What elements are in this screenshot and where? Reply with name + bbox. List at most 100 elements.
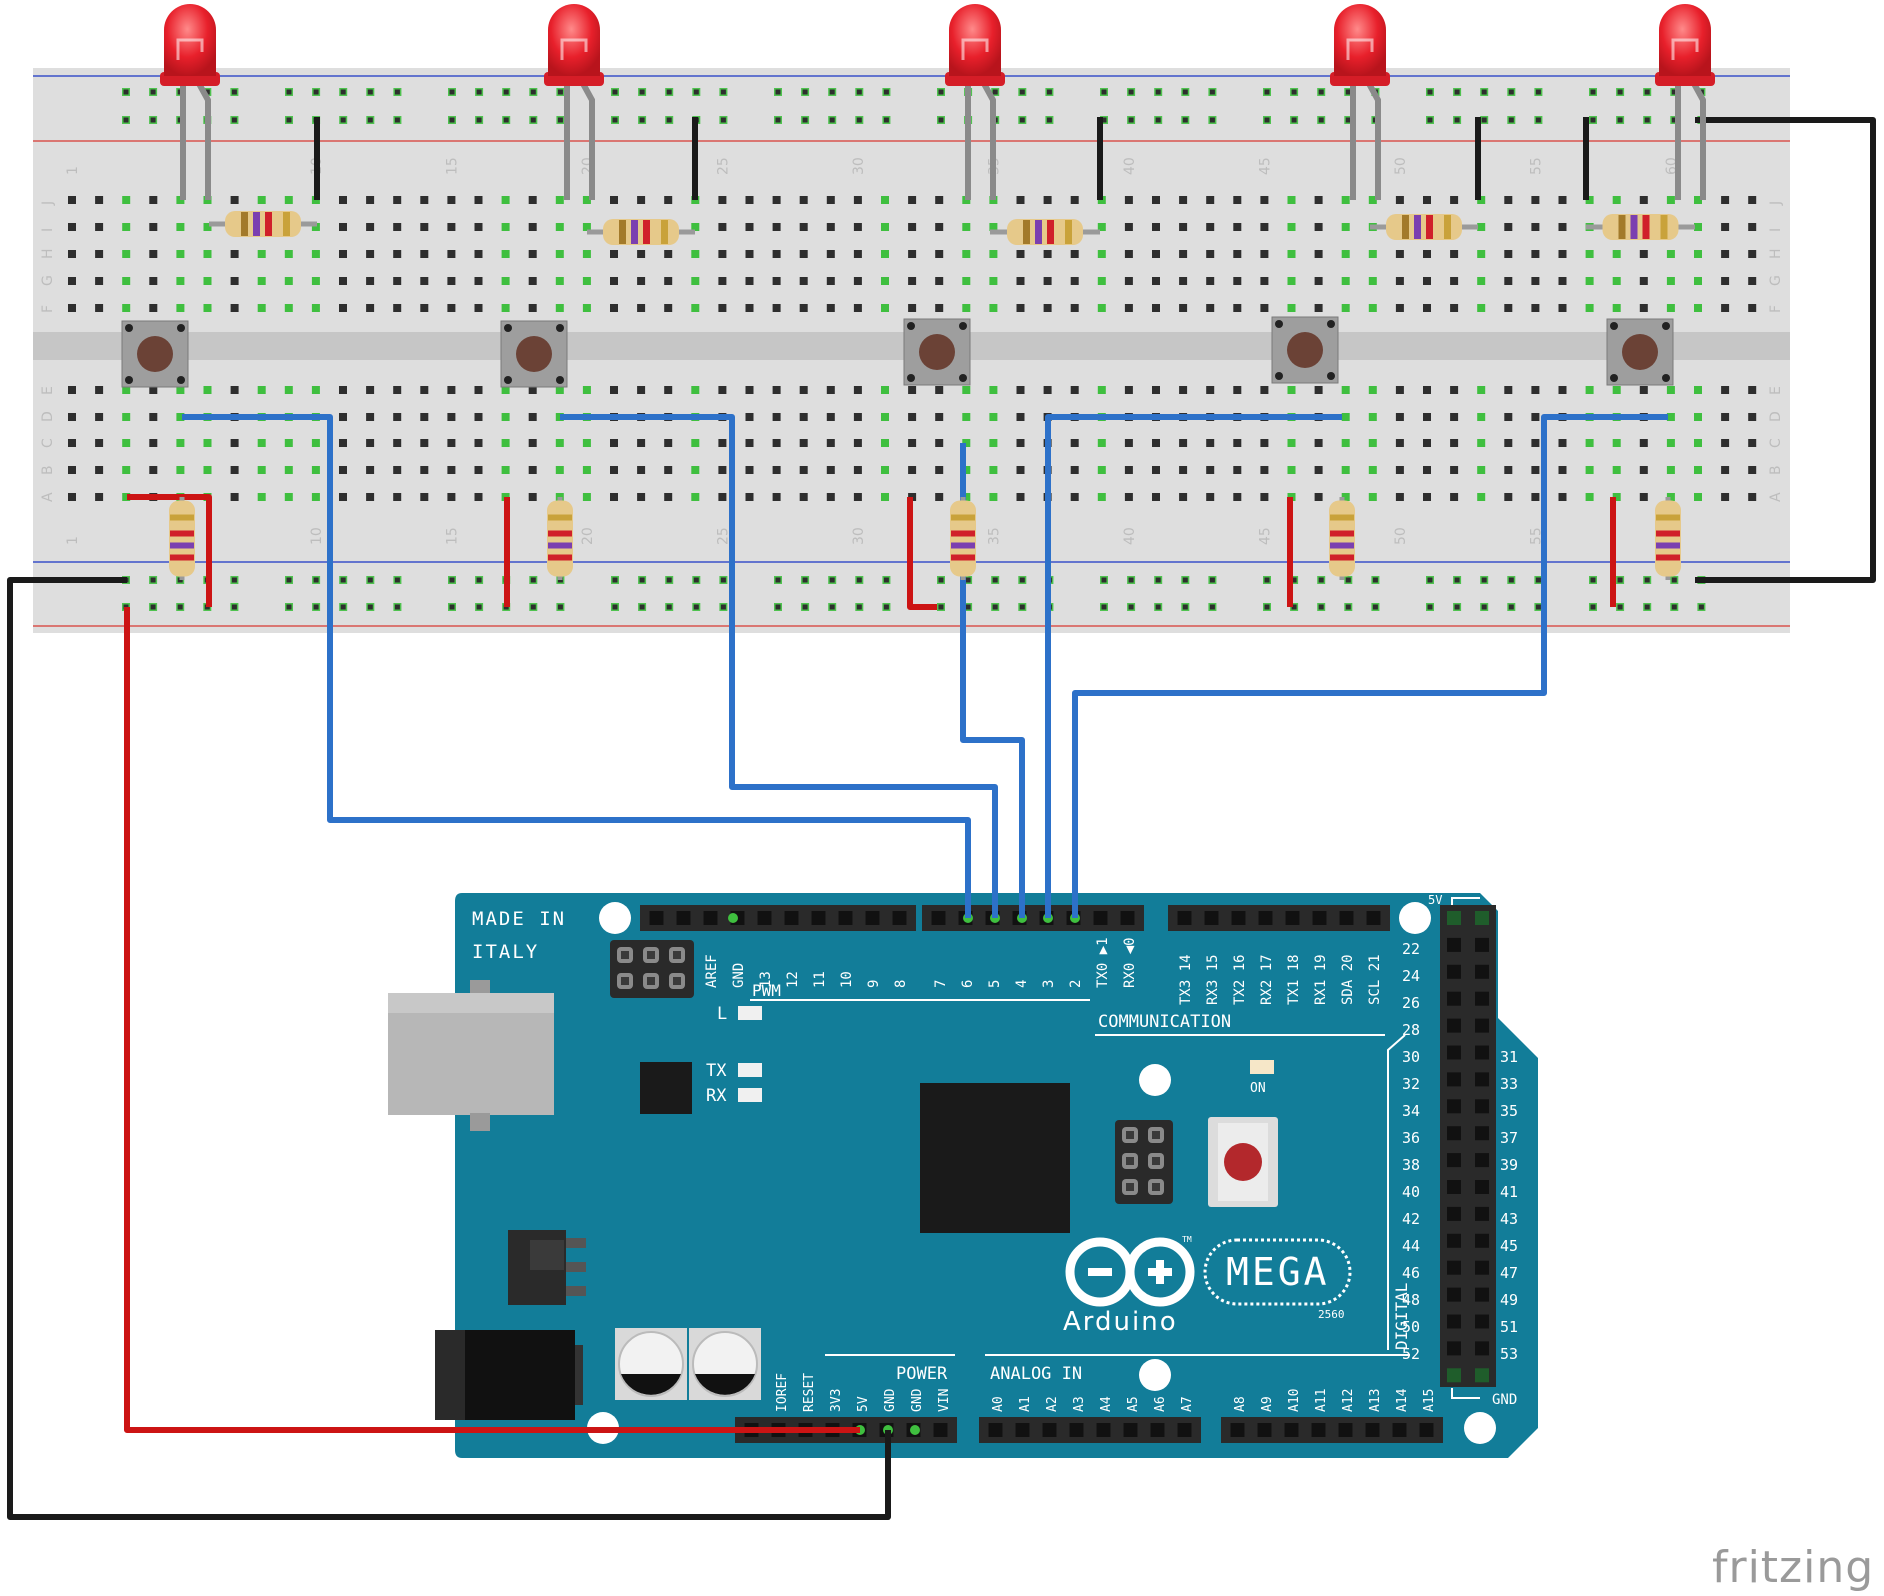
breadboard-hole [1639, 466, 1648, 474]
breadboard-hole [1206, 304, 1215, 312]
rail-hole-center [802, 604, 808, 610]
breadboard-hole [881, 466, 889, 474]
led-rx-label: RX [706, 1086, 727, 1106]
connected-pin [728, 913, 738, 923]
push-button[interactable] [1271, 316, 1339, 384]
breadboard-hole [1097, 439, 1106, 447]
breadboard-hole [122, 493, 131, 501]
rail-hole-center [1617, 604, 1623, 610]
breadboard-hole [1124, 196, 1133, 204]
push-button[interactable] [500, 320, 568, 388]
rail-hole-center [286, 89, 292, 95]
breadboard-hole [1152, 223, 1160, 231]
header-pin [1447, 1314, 1461, 1329]
rail-hole-center [1155, 577, 1161, 583]
rail-hole-center [1508, 604, 1514, 610]
breadboard-hole [1531, 493, 1540, 501]
pin-label: 34 [1402, 1102, 1420, 1120]
rail-hole-center [1345, 577, 1351, 583]
breadboard-hole [447, 250, 456, 258]
breadboard-hole [1477, 304, 1486, 312]
header-pin [865, 911, 880, 925]
rail-hole-center [1508, 117, 1514, 123]
column-number: 30 [851, 157, 867, 175]
header-pin [1284, 1423, 1299, 1437]
breadboard-hole [257, 304, 266, 312]
breadboard-hole [1531, 223, 1540, 231]
row-letter: J [40, 201, 56, 206]
header-pin [1475, 1045, 1489, 1060]
header-pin [1475, 1368, 1489, 1383]
push-button[interactable] [121, 320, 189, 388]
rail-hole-center [1291, 89, 1297, 95]
pin-label: 8 [893, 980, 909, 988]
led-tx [738, 1063, 762, 1077]
reset-button[interactable] [1208, 1117, 1278, 1207]
breadboard-hole [1233, 493, 1242, 501]
rail-hole-center [1209, 577, 1215, 583]
breadboard-hole [1531, 466, 1540, 474]
breadboard-hole [745, 386, 754, 394]
rail-hole-center [150, 117, 156, 123]
breadboard-holes [68, 88, 1757, 611]
breadboard-hole [1070, 386, 1079, 394]
breadboard-hole [339, 223, 347, 231]
header-pin [1447, 964, 1461, 979]
header-pin [1475, 991, 1489, 1006]
rail-hole-center [1372, 577, 1378, 583]
breadboard-hole [149, 304, 158, 312]
breadboard-hole [853, 493, 862, 501]
header-pin [1042, 1423, 1057, 1437]
breadboard-hole [718, 386, 727, 394]
breadboard-hole [284, 250, 293, 258]
breadboard-hole [1368, 196, 1377, 204]
breadboard-hole [555, 413, 564, 421]
header-pin [757, 911, 772, 925]
breadboard-hole [68, 413, 76, 421]
breadboard-hole [637, 196, 646, 204]
breadboard-hole [1721, 304, 1730, 312]
breadboard-hole [637, 493, 646, 501]
push-button[interactable] [903, 318, 971, 386]
column-number: 25 [715, 527, 731, 545]
header-pin [1096, 1423, 1111, 1437]
breadboard-hole [582, 466, 591, 474]
breadboard-hole [1287, 466, 1296, 474]
header-pin [1015, 1423, 1030, 1437]
breadboard-hole [501, 466, 510, 474]
breadboard-hole [1477, 493, 1486, 501]
breadboard-hole [1504, 196, 1513, 204]
breadboard-hole [230, 304, 239, 312]
breadboard-hole [1233, 250, 1242, 258]
rail-hole-center [1535, 117, 1541, 123]
pin-label: 12 [785, 971, 801, 988]
black-ground-wires [7, 117, 1876, 1520]
breadboard-hole [474, 466, 483, 474]
communication-label: COMMUNICATION [1098, 1012, 1231, 1032]
row-letter: G [1768, 275, 1784, 286]
breadboard-hole [664, 439, 673, 447]
column-number: 50 [1393, 157, 1409, 175]
breadboard-hole [176, 304, 185, 312]
breadboard-hole [122, 466, 131, 474]
header-pin [1150, 1423, 1165, 1437]
breadboard-hole [176, 250, 185, 258]
breadboard-hole [664, 493, 673, 501]
breadboard-hole [1233, 386, 1242, 394]
breadboard-hole [420, 304, 429, 312]
breadboard-hole [68, 386, 76, 394]
push-button[interactable] [1606, 318, 1674, 386]
pin-label: 52 [1402, 1345, 1420, 1363]
wires [7, 117, 1876, 1520]
pin-label: A8 [1233, 1396, 1248, 1412]
header-strip [1168, 905, 1390, 931]
pin-label: IOREF [775, 1373, 790, 1412]
breadboard-hole [1395, 439, 1404, 447]
row-letter: A [1768, 492, 1784, 502]
breadboard-hole [1585, 466, 1594, 474]
row-letter: I [40, 228, 56, 232]
power-jumper-3 [907, 497, 937, 610]
mounting-hole [1399, 902, 1431, 934]
breadboard-hole [1721, 277, 1730, 285]
header-pin [1257, 1423, 1272, 1437]
